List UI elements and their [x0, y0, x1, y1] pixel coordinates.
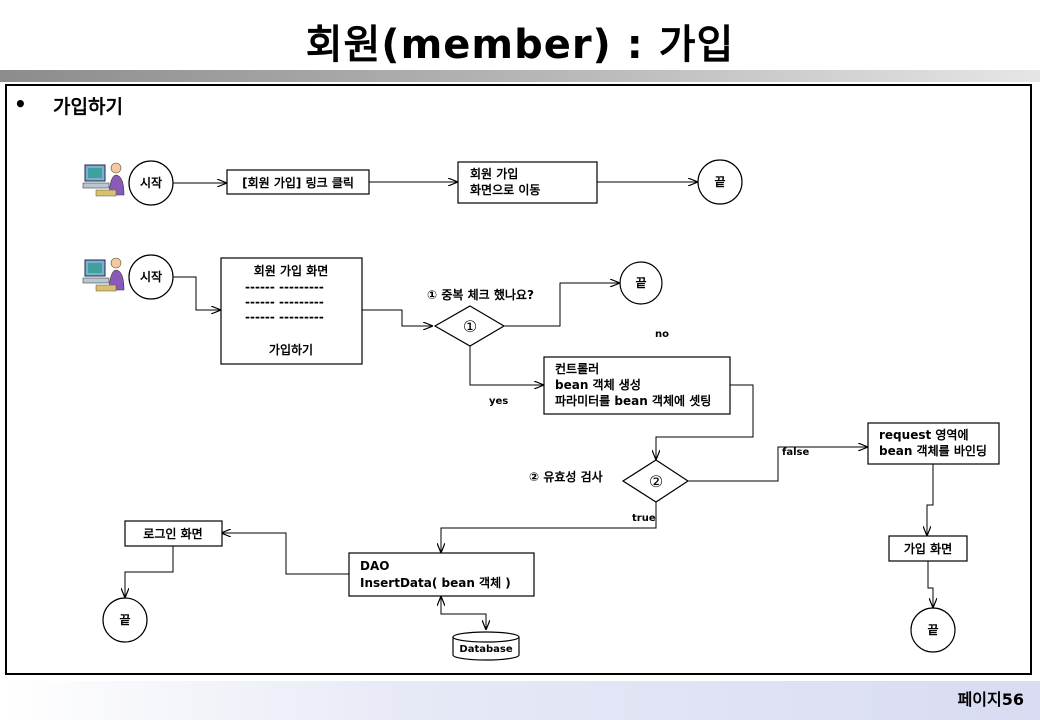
user-icon [82, 162, 125, 197]
end-node-left [102, 597, 148, 643]
move-screen-box [457, 161, 598, 204]
no-label: no [655, 329, 669, 340]
true-label: true [632, 513, 656, 524]
join-form-box [220, 257, 363, 365]
controller-line: 파라미터를 bean 객체에 셋팅 [555, 393, 711, 408]
login-screen-box [124, 520, 223, 547]
request-bind-box [867, 422, 1000, 465]
end-node-top [619, 261, 663, 305]
controller-box [543, 356, 731, 415]
form-title: 회원 가입 화면 [254, 263, 329, 278]
form-row: ------ --------- [245, 280, 324, 294]
dao-line: DAO [360, 559, 389, 573]
database-icon [452, 631, 520, 661]
title-rule [0, 70, 1040, 82]
q2-label: ② 유효성 검사 [529, 469, 603, 484]
form-row: ------ --------- [245, 310, 324, 324]
request-line: bean 객체를 바인딩 [879, 443, 987, 458]
user-icon [82, 257, 125, 292]
controller-line: 컨트롤러 [555, 361, 599, 376]
end-label-1: 끝 [714, 175, 725, 189]
end-label-left: 끝 [119, 613, 130, 627]
footer-bar [0, 681, 1040, 720]
start-label-2: 시작 [140, 269, 162, 284]
request-line: request 영역에 [879, 427, 969, 442]
end-node-right [910, 607, 956, 653]
end-label-top: 끝 [635, 276, 646, 290]
click-link-label: [회원 가입] 링크 클릭 [242, 175, 354, 190]
q2-symbol: ② [649, 472, 663, 491]
login-screen-label: 로그인 화면 [143, 526, 202, 541]
dao-line: InsertData( bean 객체 ) [360, 575, 511, 590]
false-label: false [782, 447, 809, 458]
join-screen-label: 가입 화면 [904, 541, 952, 556]
move-line1: 회원 가입 [470, 166, 518, 181]
form-button-label: 가입하기 [269, 342, 313, 357]
bullet: • [14, 92, 27, 116]
page-number: 페이지56 [957, 690, 1024, 709]
form-row: ------ --------- [245, 295, 324, 309]
yes-label: yes [489, 396, 508, 407]
database-label: Database [459, 644, 512, 655]
end-node-1 [697, 159, 743, 205]
start-label-1: 시작 [140, 175, 162, 190]
slide-title: 회원(member) : 가입 [305, 22, 735, 68]
move-line2: 화면으로 이동 [470, 182, 540, 197]
q1-label: ① 중복 체크 했나요? [427, 287, 534, 302]
dao-box [348, 552, 535, 597]
q1-symbol: ① [463, 317, 477, 336]
controller-line: bean 객체 생성 [555, 377, 641, 392]
section-heading: 가입하기 [53, 96, 123, 118]
end-label-right: 끝 [927, 623, 938, 637]
